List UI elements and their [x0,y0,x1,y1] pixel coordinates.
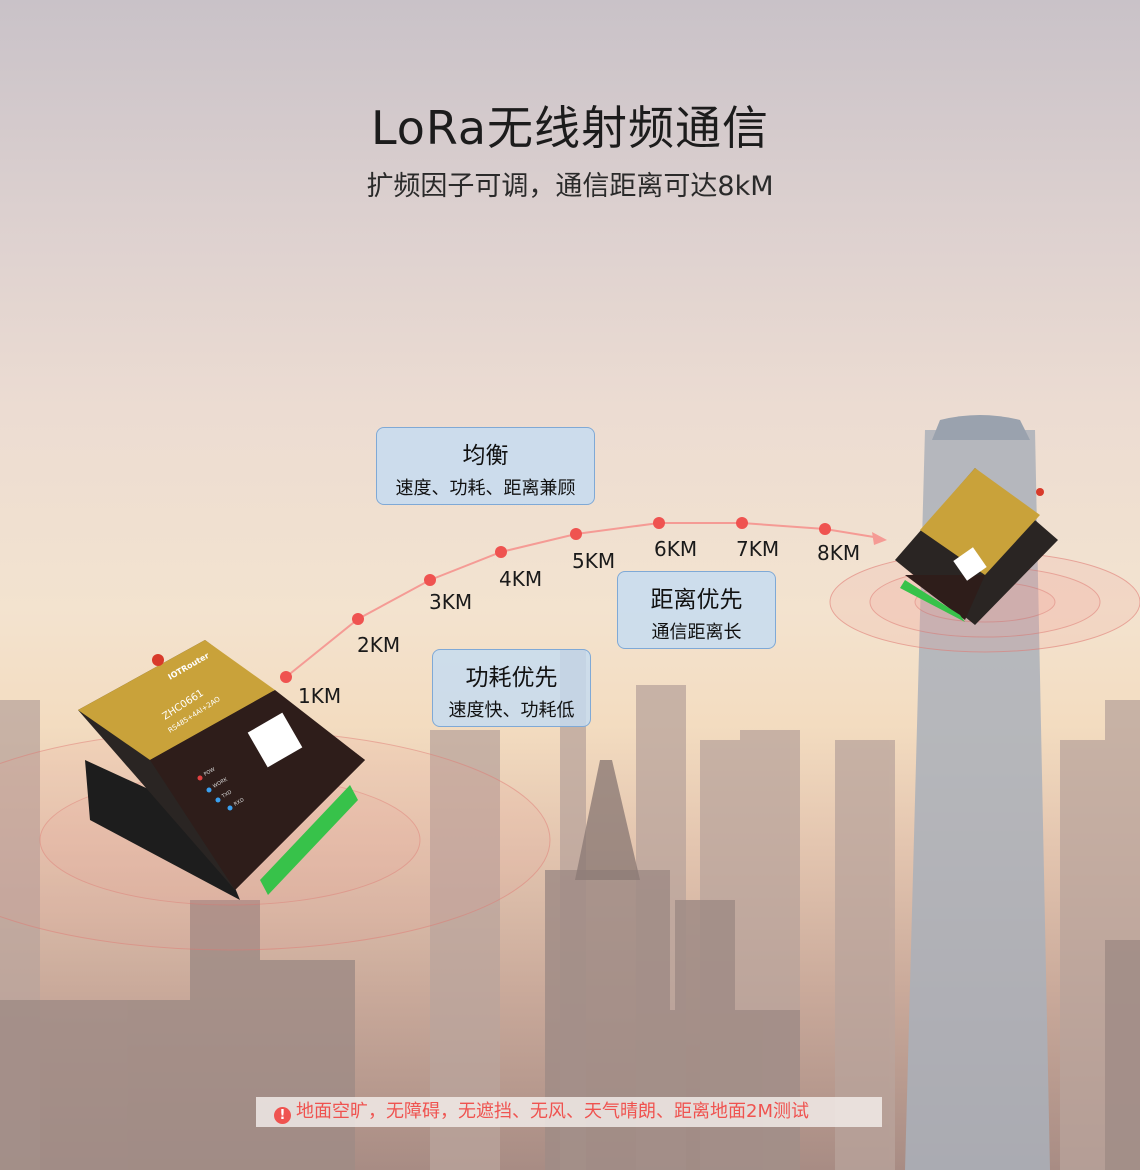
distance-label: 1KM [298,684,342,708]
distance-dot [495,546,507,558]
mode-title: 均衡 [462,443,509,469]
mode-title: 功耗优先 [465,665,558,691]
mode-power-box: 功耗优先 速度快、功耗低 [432,649,591,727]
distance-label: 4KM [499,567,543,591]
mode-desc: 通信距离长 [651,622,742,643]
mode-desc: 速度、功耗、距离兼顾 [395,478,576,499]
distance-dot [570,528,582,540]
distance-dot [280,671,292,683]
page-subtitle: 扩频因子可调，通信距离可达8kM [366,171,774,202]
distance-dot [736,517,748,529]
test-condition-note: ! 地面空旷，无障碍，无遮挡、无风、天气晴朗、距离地面2M测试 [256,1097,882,1127]
distance-label: 2KM [357,633,401,657]
exclamation-circle-icon: ! [274,1107,291,1124]
device-left-image: IOTRouter ZHC0661 RS485+4AI+2AO POW WORK… [78,640,365,900]
led-label: TXD [220,789,233,800]
led-label: POW [203,767,216,778]
distance-dot [819,523,831,535]
distance-label: 7KM [736,537,780,561]
distance-dot [424,574,436,586]
device-right-image [895,468,1058,625]
distance-label: 5KM [572,549,616,573]
distance-label: 8KM [817,541,861,565]
distance-label: 6KM [654,537,698,561]
mode-desc: 速度快、功耗低 [448,700,575,721]
mode-balanced-box: 均衡 速度、功耗、距离兼顾 [376,427,595,505]
distance-label: 3KM [429,590,473,614]
distance-dot [653,517,665,529]
page-title: LoRa无线射频通信 [370,101,770,155]
arc-arrowhead [872,532,887,545]
mode-title: 距离优先 [650,587,743,613]
note-text: 地面空旷，无障碍，无遮挡、无风、天气晴朗、距离地面2M测试 [296,1101,809,1122]
led-label: RXD [233,797,245,808]
mode-distance-box: 距离优先 通信距离长 [617,571,776,649]
distance-dot [352,613,364,625]
